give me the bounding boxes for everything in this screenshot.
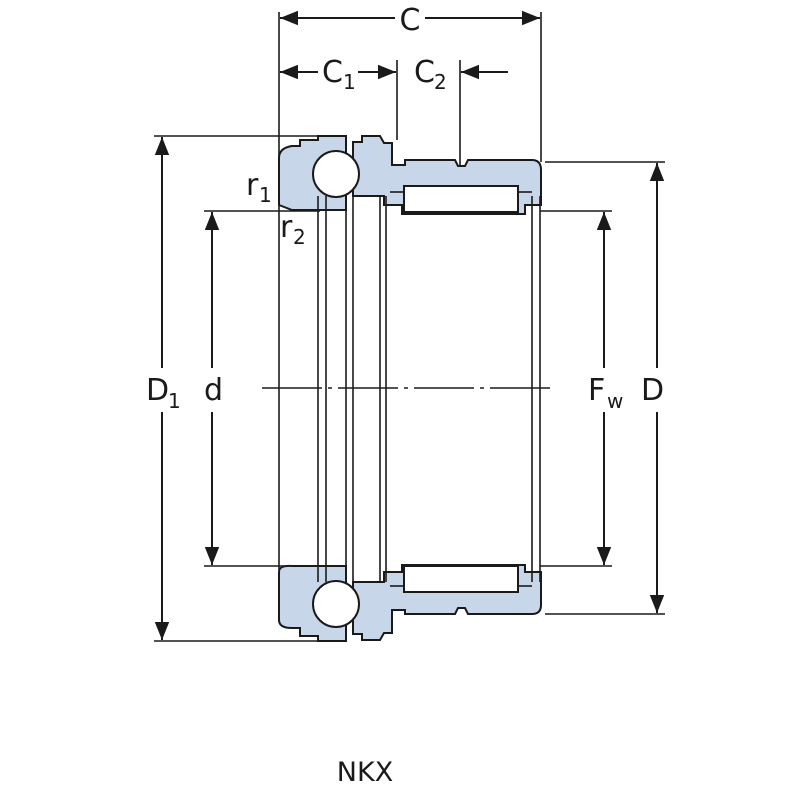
svg-text:C: C [322,55,343,90]
needle-roller-bottom [403,565,519,593]
label-d: d [204,373,223,408]
svg-text:C: C [414,55,435,90]
label-C2: C 2 [414,55,447,94]
svg-text:r: r [280,210,293,245]
upper-section [278,135,542,215]
ball-bottom [312,580,360,628]
dimension-lines [154,10,665,640]
svg-text:F: F [588,373,605,408]
svg-text:r: r [246,168,259,203]
label-D: D [641,373,664,408]
svg-text:D: D [146,373,169,408]
svg-text:w: w [607,389,623,413]
label-D1: D 1 [146,373,181,413]
inner-lines [317,196,541,582]
extension-lines [154,12,665,642]
needle-roller-top [403,185,519,213]
svg-text:2: 2 [434,70,447,94]
svg-text:1: 1 [343,70,356,94]
label-r2: r 2 [280,210,306,249]
svg-text:1: 1 [259,183,272,207]
label-C: C [400,3,421,38]
label-C1: C 1 [322,55,356,94]
lower-section [278,564,542,642]
svg-text:1: 1 [168,389,181,413]
ball-top [312,150,360,198]
label-r1: r 1 [246,168,272,207]
caption: NKX [337,757,393,788]
label-Fw: F w [588,373,623,413]
svg-text:2: 2 [293,225,306,249]
